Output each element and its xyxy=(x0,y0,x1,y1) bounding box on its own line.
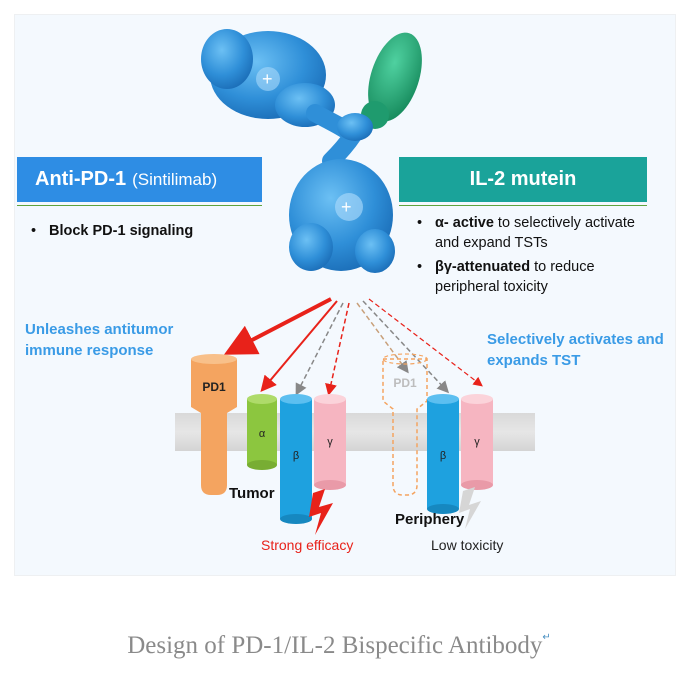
strong-signal-bolt-icon xyxy=(309,489,333,535)
tumor-receptors: PD1 α β γ xyxy=(191,354,346,535)
periphery-receptors: PD1 β γ xyxy=(382,353,493,529)
alpha-label: α xyxy=(259,428,266,440)
figure-caption: Design of PD-1/IL-2 Bispecific Antibody↵ xyxy=(0,632,678,660)
figure-panel: + + xyxy=(14,14,676,576)
beta-receptor-periphery xyxy=(427,399,459,509)
gamma-receptor-periphery xyxy=(461,399,493,485)
gamma-label-tumor: γ xyxy=(327,436,333,448)
arrow-to-beta-tumor xyxy=(295,302,344,396)
anti-pd1-bullets: Block PD-1 signaling xyxy=(25,221,265,245)
arrow-to-alpha xyxy=(260,300,338,393)
il2-divider xyxy=(399,205,647,206)
il2-bullet-text: to selectively activate and expand TSTs xyxy=(435,215,635,251)
pd1-receptor-periphery xyxy=(382,358,428,496)
pd1-label-tumor: PD1 xyxy=(202,380,226,394)
gamma-receptor-tumor xyxy=(314,399,346,485)
beta-receptor-tumor xyxy=(280,399,312,519)
periphery-label: Periphery xyxy=(395,511,465,528)
il2-bullet-text: to reduce peripheral toxicity xyxy=(435,259,595,295)
gamma-label-periphery: γ xyxy=(474,436,480,448)
signal-arrows xyxy=(223,297,483,396)
anti-pd1-divider xyxy=(17,205,262,206)
il2-banner: IL-2 mutein xyxy=(399,157,647,202)
il2-bullet: α- active to selectively activate and ex… xyxy=(411,213,661,253)
arrow-to-pd1-periphery xyxy=(356,302,409,374)
beta-label-periphery: β xyxy=(440,450,446,462)
weak-signal-bolt-icon xyxy=(459,487,481,529)
anti-pd1-bullet: Block PD-1 signaling xyxy=(25,221,265,241)
strong-efficacy-label: Strong efficacy xyxy=(261,537,354,553)
arrow-to-beta-periphery xyxy=(362,300,450,394)
diagram-canvas: + + xyxy=(175,29,535,535)
il2-bullet-bold: βγ-attenuated xyxy=(435,259,531,275)
low-toxicity-label: Low toxicity xyxy=(431,537,504,553)
arrow-to-gamma-tumor xyxy=(325,302,350,396)
anti-pd1-bullet-text: Block PD-1 signaling xyxy=(49,223,194,239)
anti-pd1-outcome: Unleashes antitumor immune response xyxy=(25,321,174,359)
il2-bullet: βγ-attenuated to reduce peripheral toxic… xyxy=(411,257,661,297)
antibody-structure: + + xyxy=(201,29,422,273)
caption-return-mark: ↵ xyxy=(542,632,551,643)
figure-caption-text: Design of PD-1/IL-2 Bispecific Antibody xyxy=(127,632,543,659)
anti-pd1-title: Anti-PD-1 xyxy=(35,168,127,190)
pd1-label-periphery: PD1 xyxy=(393,376,417,390)
svg-text:+: + xyxy=(341,197,352,217)
tumor-label: Tumor xyxy=(229,485,275,502)
il2-bullet-bold: α- active xyxy=(435,215,494,231)
beta-label-tumor: β xyxy=(293,450,299,462)
il2-outcome: Selectively activates and expands TST xyxy=(487,331,664,369)
il2-title: IL-2 mutein xyxy=(469,168,577,190)
alpha-receptor xyxy=(247,399,277,465)
pd1-receptor-tumor xyxy=(191,359,237,495)
anti-pd1-banner: Anti-PD-1 (Sintilimab) xyxy=(17,157,262,202)
svg-text:+: + xyxy=(262,69,273,89)
anti-pd1-subtitle: (Sintilimab) xyxy=(132,169,218,189)
arrow-to-pd1 xyxy=(223,297,332,355)
il2-bullets: α- active to selectively activate and ex… xyxy=(411,213,661,301)
